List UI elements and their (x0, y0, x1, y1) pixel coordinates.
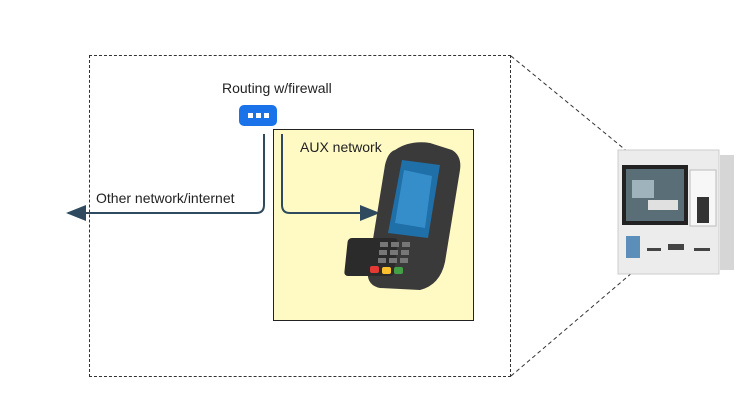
zoom-line-top (510, 55, 629, 153)
zoom-line-bottom (510, 271, 634, 377)
arrow-to-internet (66, 134, 265, 221)
arrow-to-terminal (281, 134, 380, 221)
router-label: Routing w/firewall (222, 80, 332, 96)
network-boundary-box (89, 55, 511, 377)
other-network-label: Other network/internet (96, 190, 235, 206)
aux-network-label: AUX network (300, 139, 382, 155)
router-icon (239, 105, 277, 126)
kiosk-image (617, 149, 734, 275)
payment-terminal-image (344, 142, 461, 290)
